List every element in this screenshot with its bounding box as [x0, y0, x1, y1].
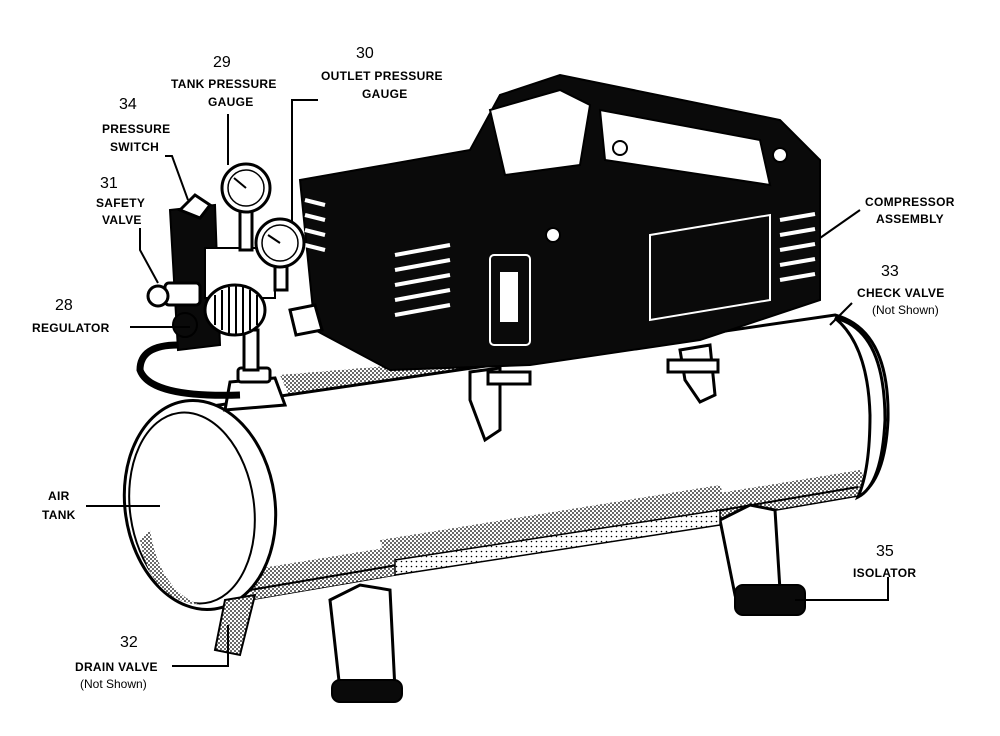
safety-valve-label-line2: VALVE	[102, 213, 142, 227]
safety-valve-label-line1: SAFETY	[96, 196, 145, 210]
mount-bracket-left	[468, 366, 502, 443]
leader-lines	[86, 99, 889, 667]
isolator-label: ISOLATOR	[853, 566, 916, 580]
outlet-pressure-gauge-label-line2: GAUGE	[362, 87, 408, 101]
safety-valve-ring	[146, 284, 170, 308]
check-valve-leader	[829, 302, 853, 326]
left-front-isolator	[331, 679, 403, 703]
drain-valve-number: 32	[120, 634, 138, 651]
regulator-fitting	[172, 312, 198, 338]
pressure-switch-label-line2: SWITCH	[110, 140, 159, 154]
callout-compressor-assembly: COMPRESSOR ASSEMBLY	[865, 195, 955, 226]
safety-valve-body	[163, 281, 202, 307]
housing-top-panel	[488, 88, 592, 177]
pressure-switch-label-line1: PRESSURE	[102, 122, 170, 136]
housing-side-panel	[649, 213, 771, 322]
tank-bottom-band	[380, 485, 725, 556]
drain-valve-label-line1: DRAIN VALVE	[75, 660, 158, 674]
tank-pressure-gauge-label-line2: GAUGE	[208, 95, 254, 109]
outlet-pressure-gauge-number: 30	[356, 45, 374, 62]
left-rear-leg	[213, 593, 257, 657]
air-tank-label-line1: AIR	[48, 489, 70, 503]
tank-gauge-needle	[233, 177, 247, 189]
regulator-knob-grip	[214, 286, 258, 334]
compressor-illustration	[122, 73, 890, 703]
callout-pressure-switch: 34 PRESSURE SWITCH	[102, 96, 170, 154]
regulator-label: REGULATOR	[32, 321, 110, 335]
callout-air-tank: AIR TANK	[42, 489, 76, 522]
pressure-switch-leader	[165, 155, 189, 201]
isolator-number: 35	[876, 543, 894, 560]
safety-valve-leader	[139, 228, 159, 284]
safety-valve-number: 31	[100, 175, 118, 192]
right-vent-slots	[779, 212, 816, 282]
compressor-assembly-label-line1: COMPRESSOR	[865, 195, 955, 209]
callout-safety-valve: 31 SAFETY VALVE	[96, 175, 145, 227]
callout-regulator: 28 REGULATOR	[32, 297, 110, 335]
tank-pressure-gauge-number: 29	[213, 54, 231, 71]
air-tank-label-line2: TANK	[42, 508, 76, 522]
housing-handle-inner	[500, 272, 518, 322]
right-front-leg	[718, 503, 782, 597]
isolator-leader	[795, 577, 889, 601]
callout-check-valve: 33 CHECK VALVE (Not Shown)	[857, 263, 945, 317]
check-valve-number: 33	[881, 263, 899, 280]
housing-top-vent	[598, 108, 772, 187]
compressor-assembly-label-line2: ASSEMBLY	[876, 212, 944, 226]
callout-outlet-pressure-gauge: 30 OUTLET PRESSURE GAUGE	[321, 45, 443, 101]
frame-rail	[394, 509, 721, 576]
compressor-assembly-leader	[819, 209, 861, 239]
callout-drain-valve: 32 DRAIN VALVE (Not Shown)	[75, 634, 158, 691]
outlet-pressure-gauge-leader	[291, 99, 318, 222]
tank-right-cap	[834, 316, 887, 501]
callout-tank-pressure-gauge: 29 TANK PRESSURE GAUGE	[171, 54, 277, 109]
left-vent-slots	[304, 198, 451, 317]
outlet-coupler	[288, 303, 324, 337]
pressure-switch-lever	[177, 193, 213, 220]
drain-valve-leader	[172, 625, 229, 667]
callout-isolator: 35 ISOLATOR	[853, 543, 916, 580]
mount-clip-2	[666, 358, 720, 374]
housing-bolt-3	[545, 227, 561, 243]
pressure-switch-number: 34	[119, 96, 137, 113]
drain-valve-label-line2: (Not Shown)	[80, 677, 147, 691]
check-valve-label-line1: CHECK VALVE	[857, 286, 945, 300]
housing-bolt-1	[612, 140, 628, 156]
regulator-stem	[242, 328, 260, 372]
check-valve-label-line2: (Not Shown)	[872, 303, 939, 317]
left-front-leg	[328, 583, 397, 692]
tank-left-cap-shade	[140, 530, 200, 605]
outlet-pressure-gauge-label-line1: OUTLET PRESSURE	[321, 69, 443, 83]
tank-left-cap-face	[128, 411, 256, 605]
air-hose	[136, 341, 241, 399]
right-front-isolator	[734, 584, 806, 616]
mount-clip-1	[486, 370, 532, 386]
regulator-number: 28	[55, 297, 73, 314]
outlet-gauge-needle	[267, 234, 281, 244]
tank-pressure-gauge-label-line1: TANK PRESSURE	[171, 77, 277, 91]
housing-bolt-2	[772, 147, 788, 163]
